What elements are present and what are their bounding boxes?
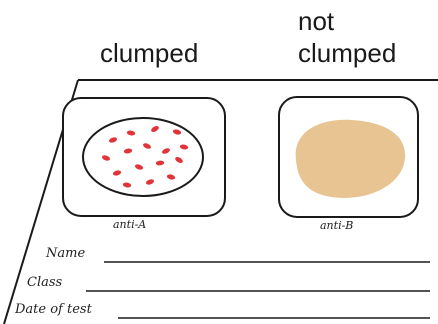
date-label: Date of test xyxy=(15,302,92,317)
anti-a-label: anti-A xyxy=(113,218,146,231)
anti-b-label: anti-B xyxy=(320,219,353,232)
sample-clumped xyxy=(83,118,203,196)
name-label: Name xyxy=(46,246,85,261)
class-label: Class xyxy=(27,275,62,290)
